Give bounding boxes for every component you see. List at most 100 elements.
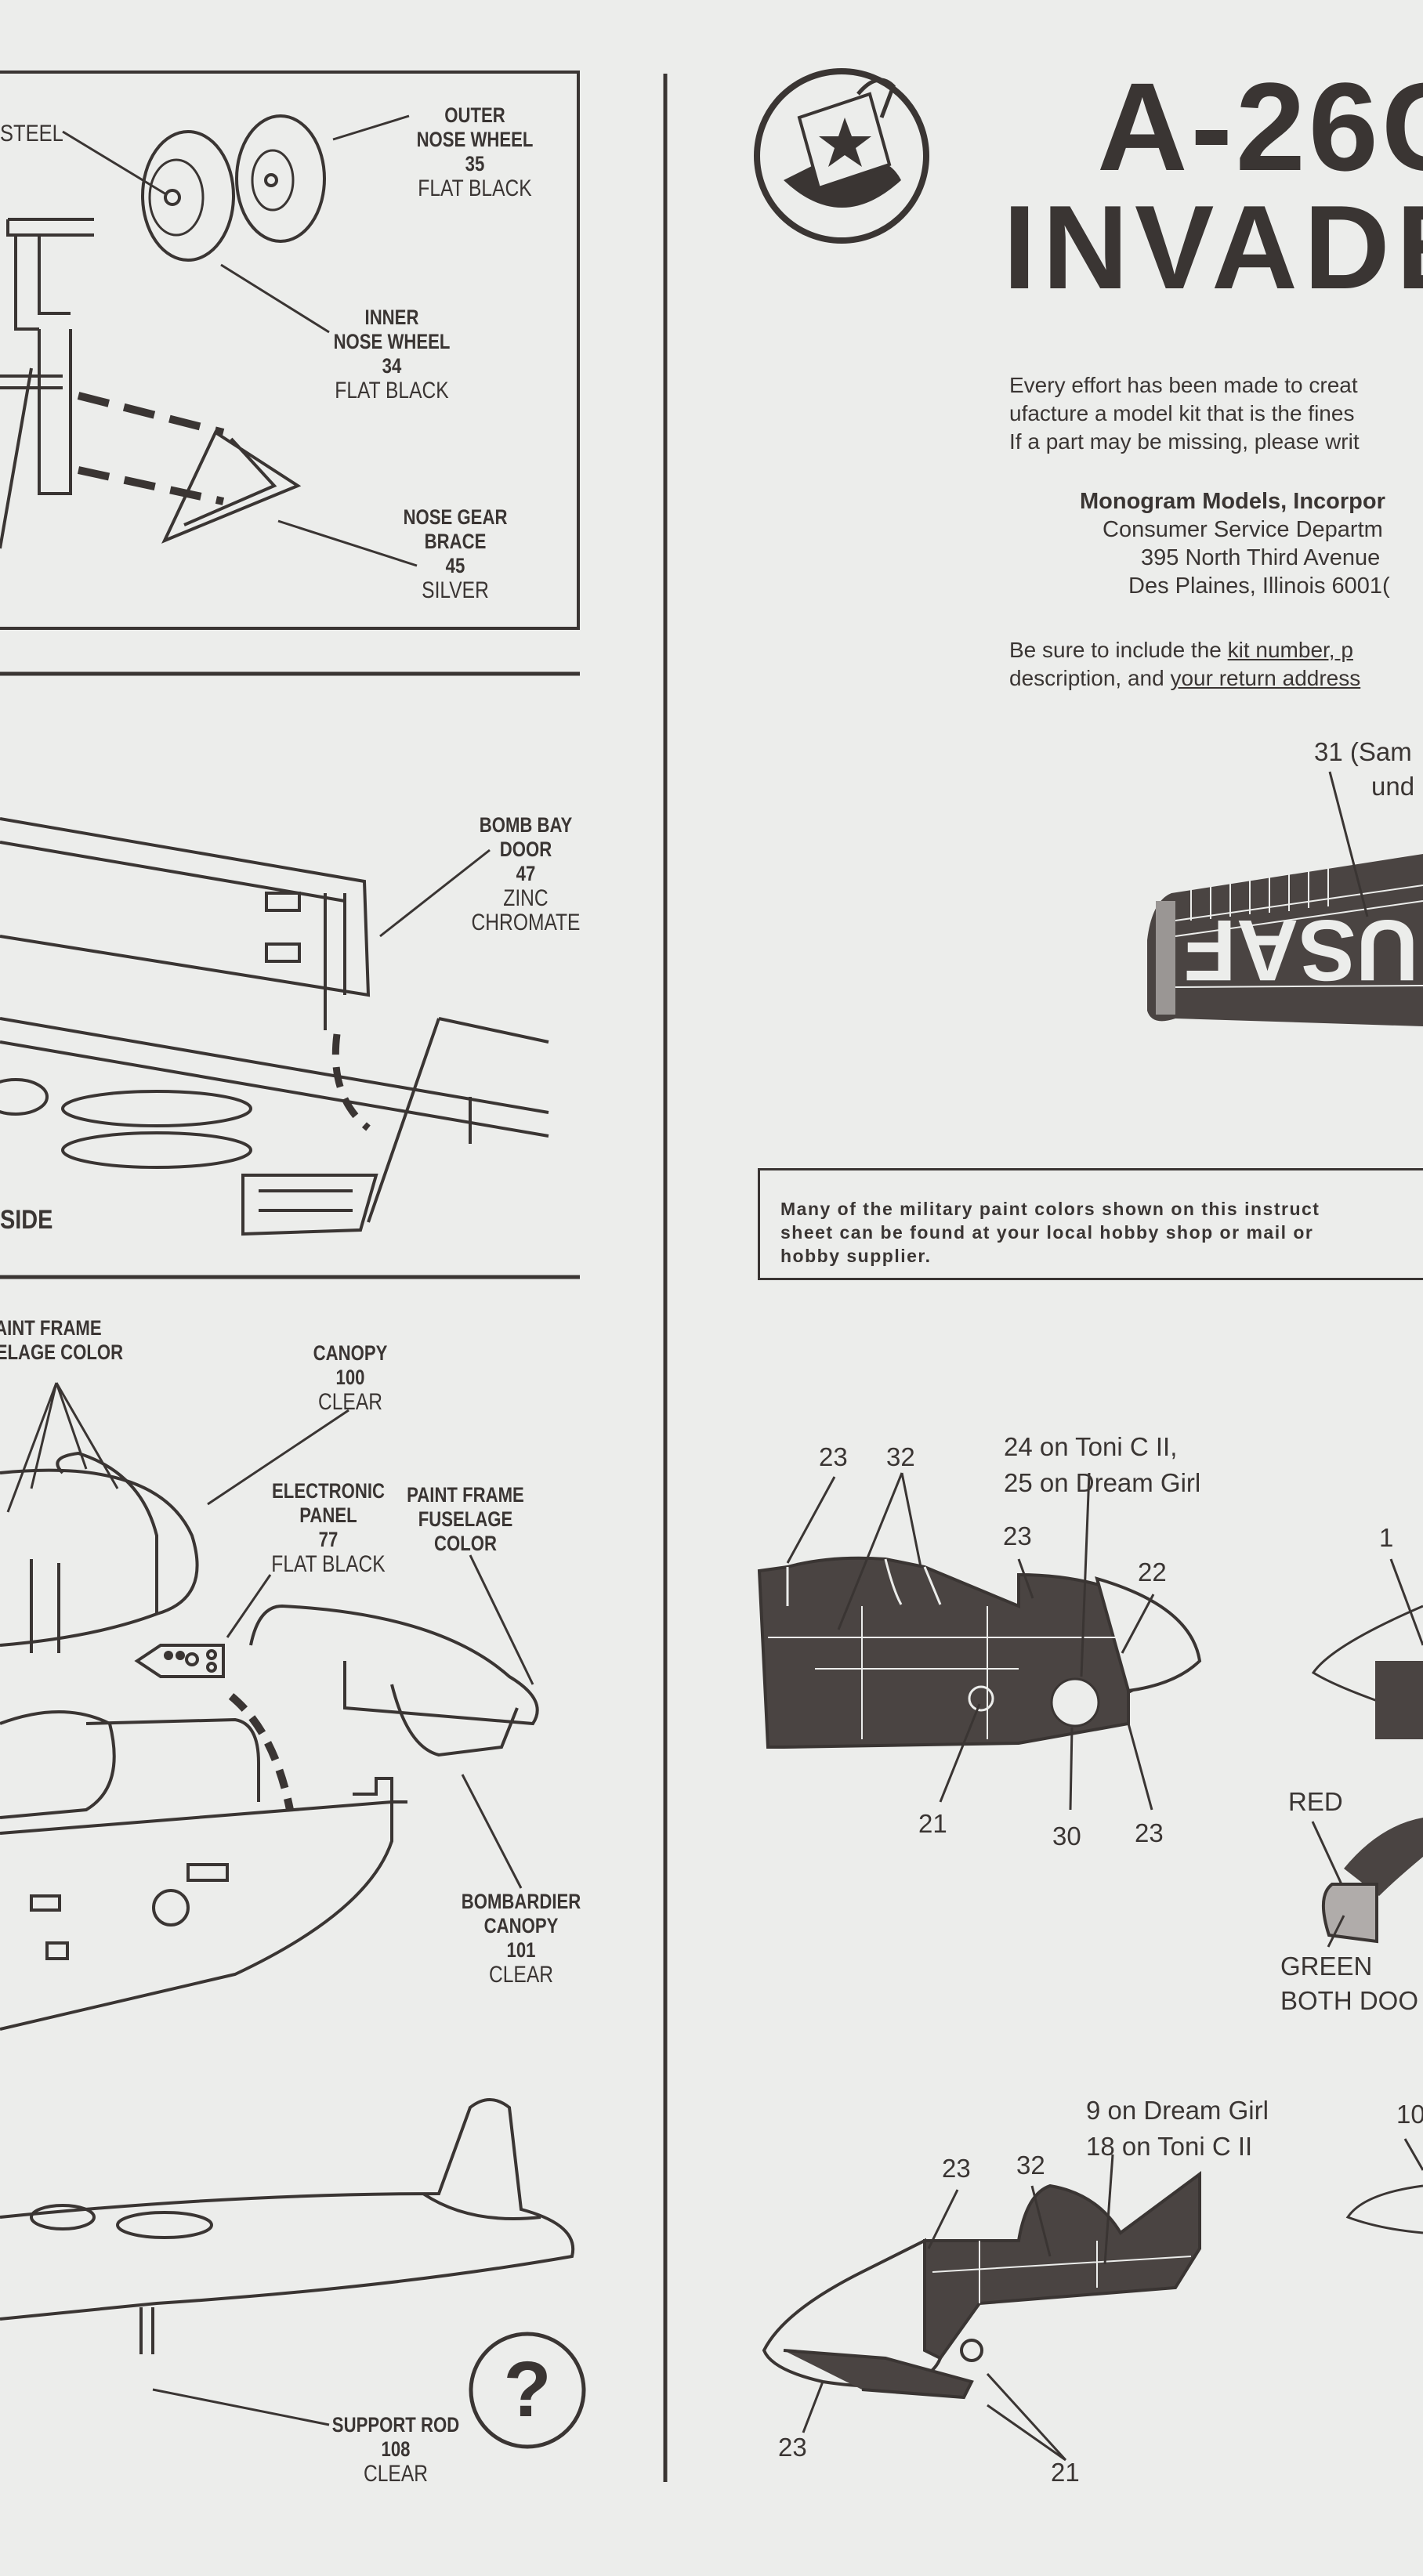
decal-number: 23: [1135, 1818, 1164, 1847]
label-line: FUSELAGE: [418, 1507, 513, 1531]
paint-star-logo-icon: [754, 68, 929, 244]
decal-number: 23: [819, 1442, 848, 1471]
part-name: SUPPORT ROD: [331, 2413, 460, 2437]
part-number: 45: [445, 554, 465, 577]
part-name: CANOPY: [313, 1341, 388, 1365]
help-question-icon: [469, 2332, 586, 2449]
decal-nose-dream-girl-drawing: [1311, 1605, 1423, 1706]
bombardier-canopy-label: BOMBARDIER CANOPY 101 CLEAR: [457, 1890, 585, 1987]
outer-nose-wheel-label: OUTER NOSE WHEEL 35 FLAT BLACK: [411, 103, 539, 201]
part-number: 34: [382, 354, 402, 378]
color-red-label: RED: [1288, 1787, 1343, 1816]
paint-frame-left-label: PAINT FRAME SELAGE COLOR: [0, 1316, 125, 1365]
part-name: NOSE WHEEL: [416, 128, 534, 151]
inner-nose-wheel-drawing: [141, 130, 235, 262]
address-department: Consumer Service Departm: [1103, 517, 1383, 542]
label-line: PAINT FRAME: [0, 1316, 102, 1340]
decal-note: 25 on Dream Girl: [1004, 1468, 1201, 1497]
decal-number: 10: [1396, 2100, 1423, 2129]
side-label: SIDE: [0, 1205, 53, 1235]
canopy-drawing: [0, 1451, 199, 1653]
wing-decal-drawing: [1147, 854, 1423, 1026]
wing-callout-line-2: und: [1371, 772, 1415, 801]
paint-color: FLAT BLACK: [335, 378, 449, 403]
part-name: BOMBARDIER: [461, 1890, 581, 1913]
part-number: 47: [516, 862, 536, 885]
part-name: BOMB BAY: [479, 813, 573, 837]
part-number: 35: [465, 152, 485, 175]
nose-gear-panel-frame: [0, 71, 580, 630]
inner-nose-wheel-label: INNER NOSE WHEEL 34 FLAT BLACK: [328, 306, 456, 403]
part-name: DOOR: [499, 838, 552, 861]
paint-color: CLEAR: [317, 1389, 383, 1415]
note-underlined: kit number, p: [1227, 638, 1353, 662]
part-name: CANOPY: [483, 1914, 559, 1937]
company-name: Monogram Models, Incorpor: [1080, 489, 1385, 514]
part-number: 77: [318, 1528, 339, 1551]
include-note-line-2: description, and your return address: [1009, 664, 1360, 693]
part-name: BRACE: [424, 530, 487, 553]
decal-number: 23: [1003, 1521, 1032, 1550]
electronic-panel-drawing: [134, 1644, 225, 1678]
title-line-1: A-26C: [1097, 56, 1423, 197]
bomb-bay-interior-drawing: [0, 1017, 549, 1236]
nose-gear-strut-drawing: [0, 218, 94, 549]
bomb-bay-door-label: BOMB BAY DOOR 47 ZINC CHROMATE: [462, 813, 590, 935]
note-underlined: your return address: [1170, 666, 1361, 690]
part-name: NOSE GEAR: [403, 505, 508, 529]
nose-gear-brace-label: NOSE GEAR BRACE 45 SILVER: [391, 505, 520, 602]
notice-line: Many of the military paint colors shown …: [780, 1199, 1320, 1219]
part-name: PANEL: [299, 1503, 357, 1527]
label-line: SELAGE COLOR: [0, 1340, 124, 1364]
paint-notice-box: Many of the military paint colors shown …: [758, 1168, 1423, 1280]
part-name: NOSE WHEEL: [333, 330, 451, 353]
part-name: ELECTRONIC: [272, 1479, 385, 1503]
decal-note: 18 on Toni C II: [1086, 2132, 1253, 2161]
bombardier-canopy-drawing: [249, 1604, 539, 1757]
bomb-bay-door-drawing: [0, 817, 371, 1030]
decal-number: 21: [1051, 2458, 1080, 2487]
outer-nose-wheel-drawing: [235, 114, 326, 243]
paint-color: CLEAR: [488, 1962, 554, 1988]
note-text: description, and: [1009, 666, 1171, 690]
support-rod-label: SUPPORT ROD 108 CLEAR: [331, 2413, 460, 2486]
wing-decal-usaf: USAF: [1184, 902, 1418, 998]
decal-number: 30: [1052, 1822, 1081, 1851]
paint-frame-right-label: PAINT FRAME FUSELAGE COLOR: [395, 1483, 536, 1556]
include-note-line-1: Be sure to include the kit number, p: [1009, 636, 1353, 664]
electronic-panel-label: ELECTRONIC PANEL 77 FLAT BLACK: [264, 1479, 393, 1576]
decal-number: 21: [918, 1809, 947, 1838]
part-number: 100: [335, 1366, 365, 1389]
decal-number: 22: [1138, 1558, 1167, 1586]
paint-color: CLEAR: [363, 2461, 429, 2487]
bomb-door-decal-drawing: [1321, 1883, 1378, 1944]
part-name: INNER: [364, 306, 419, 329]
paint-color: CHROMATE: [471, 910, 581, 935]
question-mark-icon: ?: [503, 2346, 552, 2433]
part-number: 108: [381, 2437, 411, 2461]
address-city: Des Plaines, Illinois 6001(: [1128, 573, 1390, 599]
decal-number: 32: [1016, 2151, 1045, 2180]
fuselage-nose-drawing: [0, 1710, 407, 2031]
decal-number: 23: [942, 2154, 971, 2183]
both-doors-label: BOTH DOO: [1280, 1986, 1419, 2015]
color-green-label: GREEN: [1280, 1952, 1373, 1981]
decal-nose-bottom-drawing: [762, 2171, 1201, 2400]
notice-line: sheet can be found at your local hobby s…: [780, 1222, 1314, 1243]
paint-color: FLAT BLACK: [418, 175, 532, 201]
wing-callout-line-1: 31 (Sam: [1314, 737, 1412, 766]
paint-color: FLAT BLACK: [271, 1551, 386, 1577]
label-line: PAINT FRAME: [407, 1483, 524, 1507]
canopy-label: CANOPY 100 CLEAR: [286, 1341, 415, 1414]
nose-gear-brace-drawing: [161, 430, 302, 544]
label-line: COLOR: [434, 1532, 497, 1555]
part-number: 101: [506, 1938, 536, 1962]
paint-color: SILVER: [422, 577, 489, 603]
intro-line: If a part may be missing, please writ: [1009, 429, 1360, 454]
steel-label: STEEL: [0, 121, 63, 147]
address-street: 395 North Third Avenue: [1141, 545, 1381, 570]
decal-number: 23: [778, 2433, 807, 2462]
part-name: OUTER: [444, 103, 505, 127]
